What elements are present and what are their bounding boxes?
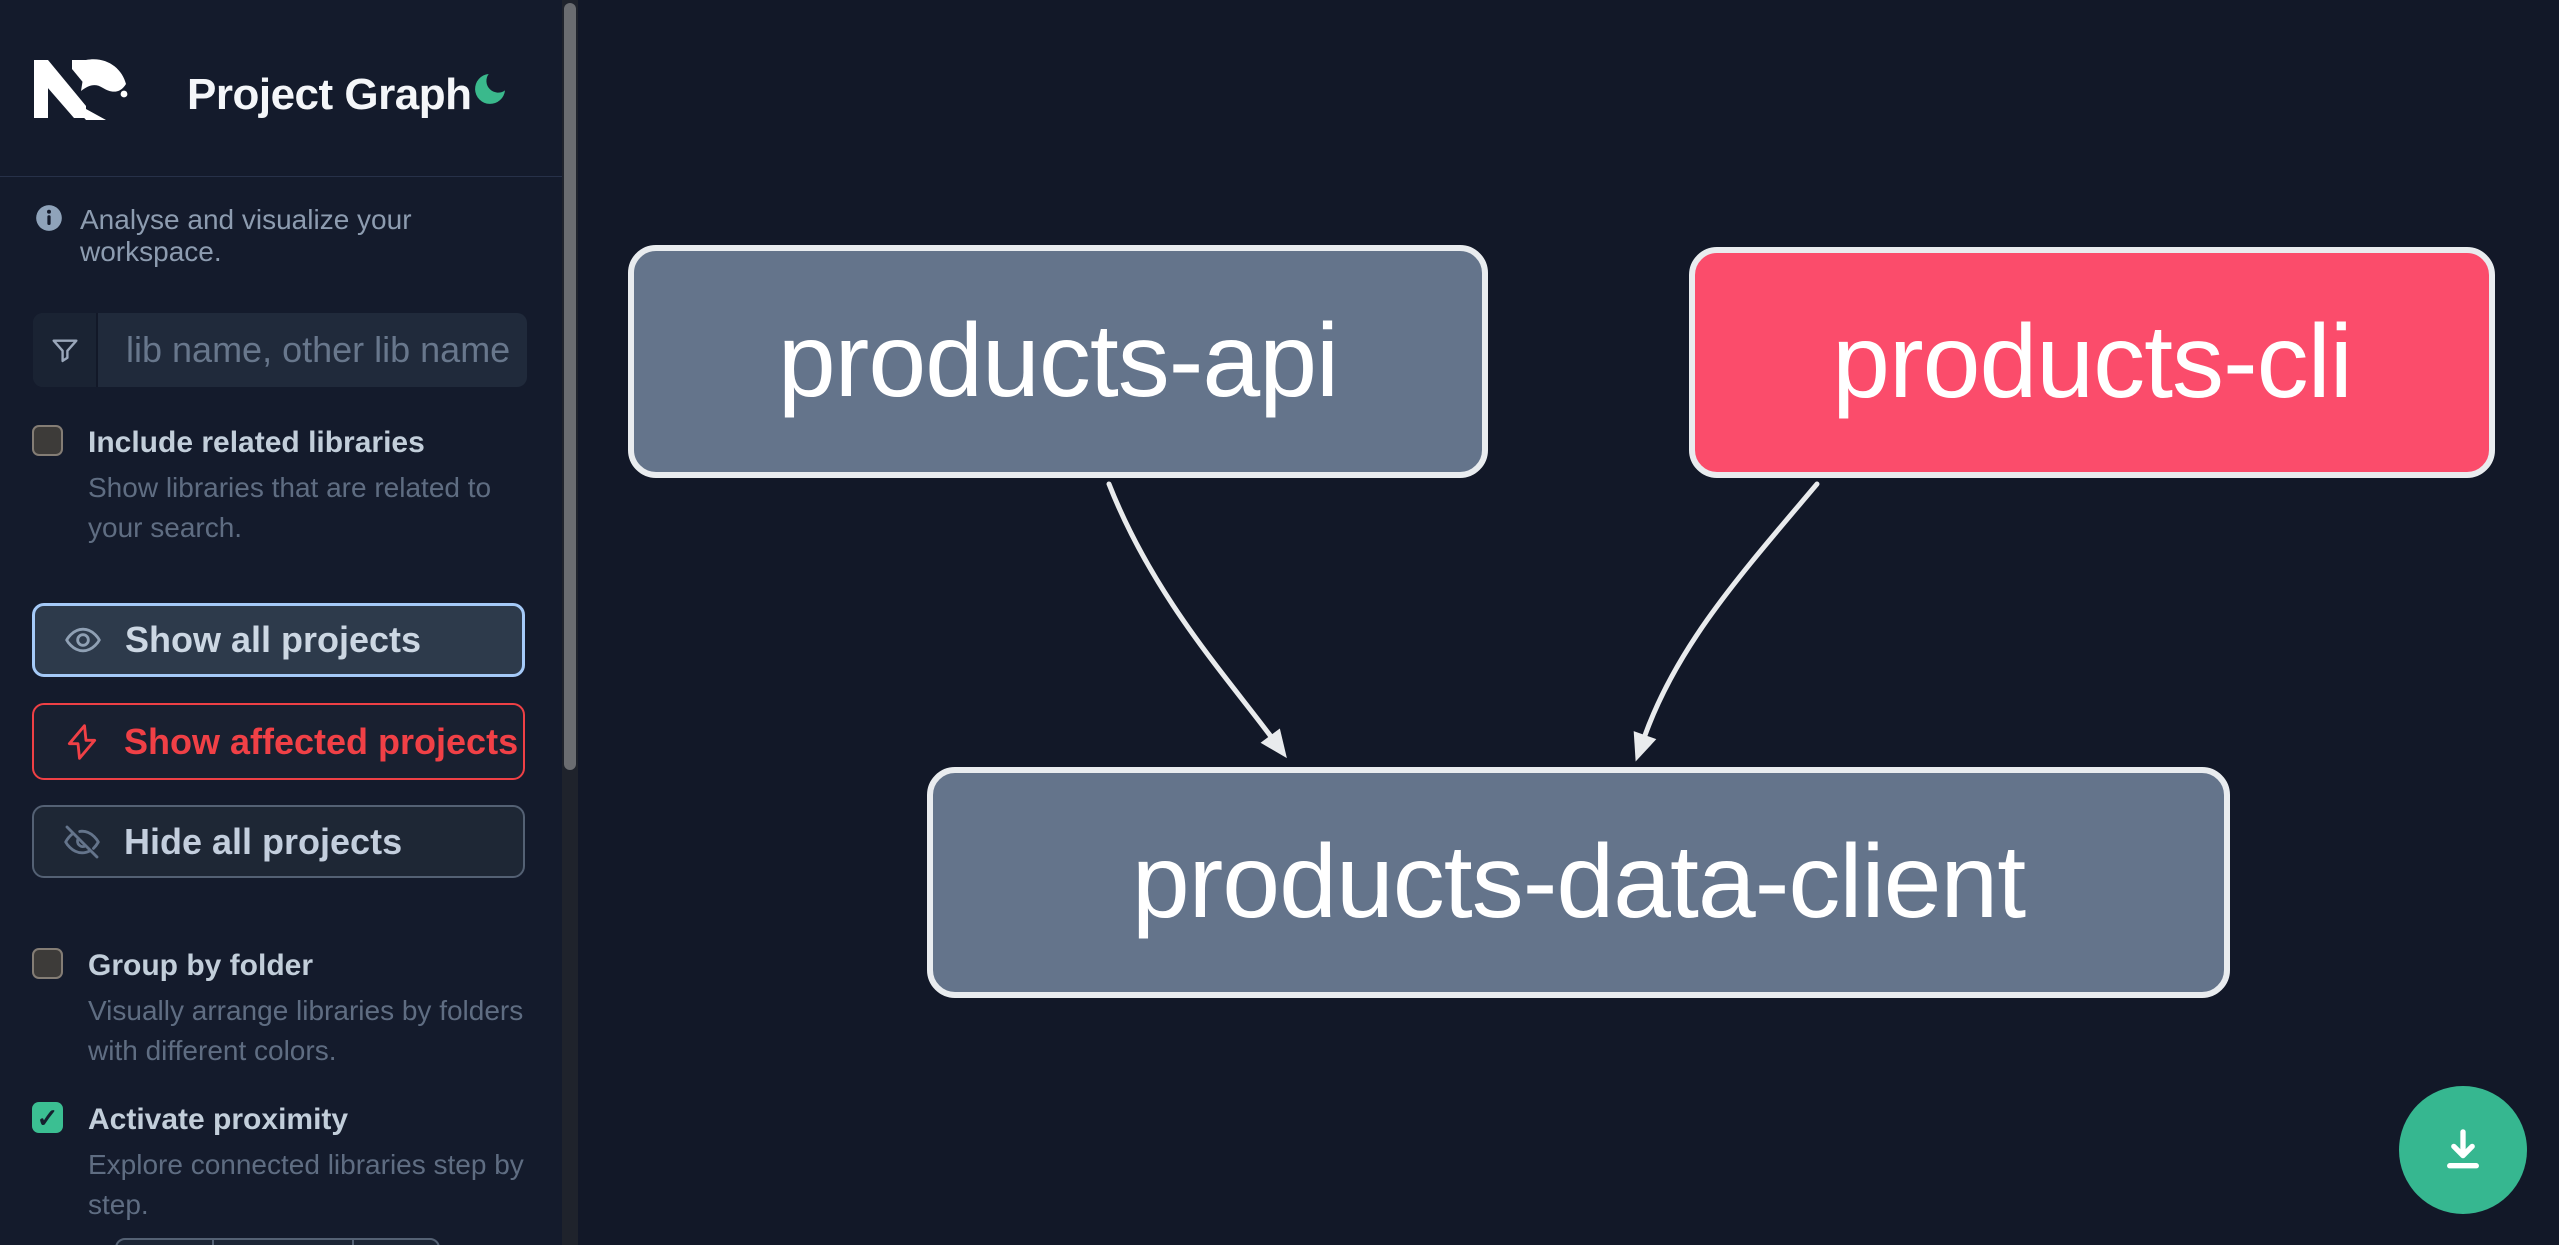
proximity-stepper (115, 1238, 440, 1245)
page-title: Project Graph (187, 70, 472, 119)
toggle-label: Activate proximity (88, 1103, 349, 1136)
edge-products-api-to-products-data-client (1106, 481, 1287, 759)
stepper-increment-button[interactable] (352, 1240, 438, 1245)
download-icon (2447, 1129, 2479, 1169)
header-divider (0, 176, 562, 177)
node-label: products-cli (1832, 304, 2353, 420)
checkbox-include-related-libraries[interactable] (32, 425, 63, 456)
bolt-icon (67, 723, 97, 760)
sidebar-scrollbar-thumb[interactable] (564, 3, 576, 770)
search-icon-box (33, 313, 98, 387)
graph-node-products-cli[interactable]: products-cli (1689, 247, 2495, 478)
sidebar: Project Graph Analyse and visualize your… (0, 0, 562, 1245)
download-image-button[interactable] (2399, 1086, 2527, 1214)
graph-node-products-data-client[interactable]: products-data-client (927, 767, 2230, 998)
tagline: Analyse and visualize your workspace. (80, 204, 412, 267)
nx-logo (34, 59, 128, 120)
search-input[interactable] (100, 313, 525, 387)
toggle-description: Explore connected libraries step by step… (88, 1149, 524, 1220)
toggle-description: Visually arrange libraries by folders wi… (88, 995, 524, 1066)
theme-toggle-button[interactable] (468, 68, 512, 112)
toggle-label: Group by folder (88, 949, 313, 982)
search-bar (33, 313, 527, 387)
hide-all-projects-button[interactable]: Hide all projects (32, 805, 525, 878)
checkbox-group-by-folder[interactable] (32, 948, 63, 979)
checkbox-activate-proximity[interactable] (32, 1102, 63, 1133)
node-label: products-api (777, 303, 1339, 419)
show-all-projects-button[interactable]: Show all projects (32, 603, 525, 677)
dependency-edges (1106, 481, 1820, 762)
show-all-projects-label: Show all projects (125, 619, 422, 660)
moon-icon (475, 73, 505, 104)
edge-products-cli-to-products-data-client (1633, 481, 1820, 762)
show-affected-projects-label: Show affected projects (124, 720, 519, 762)
stepper-decrement-button[interactable] (117, 1240, 212, 1245)
eye-off-icon (64, 825, 100, 858)
info-icon (36, 205, 62, 231)
hide-all-projects-label: Hide all projects (124, 820, 403, 862)
toggle-label: Include related libraries (88, 426, 425, 459)
stepper-value (212, 1240, 352, 1245)
toggle-description: Show libraries that are related to your … (88, 472, 492, 543)
filter-funnel-icon (51, 339, 78, 363)
show-affected-projects-button[interactable]: Show affected projects (32, 703, 525, 780)
graph-node-products-api[interactable]: products-api (628, 245, 1488, 478)
eye-icon (65, 627, 101, 653)
node-label: products-data-client (1131, 824, 2026, 940)
graph-canvas[interactable]: products-api products-cli products-data-… (578, 0, 2559, 1245)
